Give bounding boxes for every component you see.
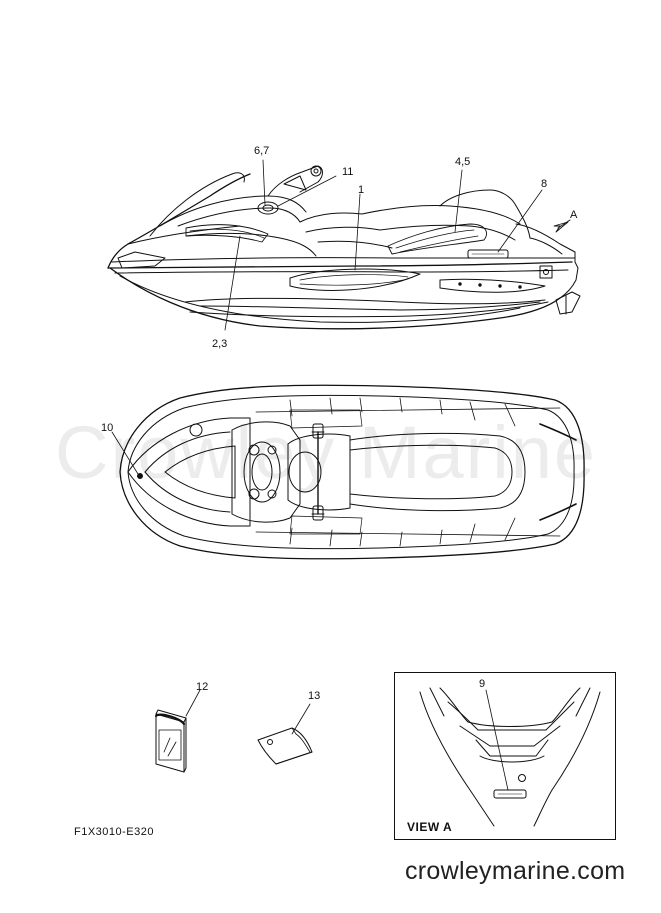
part-13-manual xyxy=(257,703,313,765)
callout-view-a-arrow: A xyxy=(570,209,578,221)
callout-13: 13 xyxy=(308,690,321,702)
callout-6-7: 6,7 xyxy=(254,145,270,157)
diagram-code: F1X3010-E320 xyxy=(74,826,154,838)
top-view-watercraft xyxy=(111,384,585,560)
callout-1: 1 xyxy=(358,184,365,196)
part-12-decal-sheet xyxy=(154,689,201,773)
view-a-label: VIEW A xyxy=(407,820,453,834)
callout-4-5: 4,5 xyxy=(455,156,471,168)
callout-10: 10 xyxy=(101,422,114,434)
callout-11: 11 xyxy=(342,166,354,178)
callout-2-3: 2,3 xyxy=(212,338,228,350)
site-name[interactable]: crowleymarine.com xyxy=(405,857,626,885)
view-a-detail-drawing xyxy=(419,687,601,827)
callout-9: 9 xyxy=(479,678,486,690)
side-view-watercraft xyxy=(107,159,581,331)
callout-12: 12 xyxy=(196,681,209,693)
callout-8: 8 xyxy=(541,178,548,190)
view-a-frame xyxy=(394,672,616,840)
